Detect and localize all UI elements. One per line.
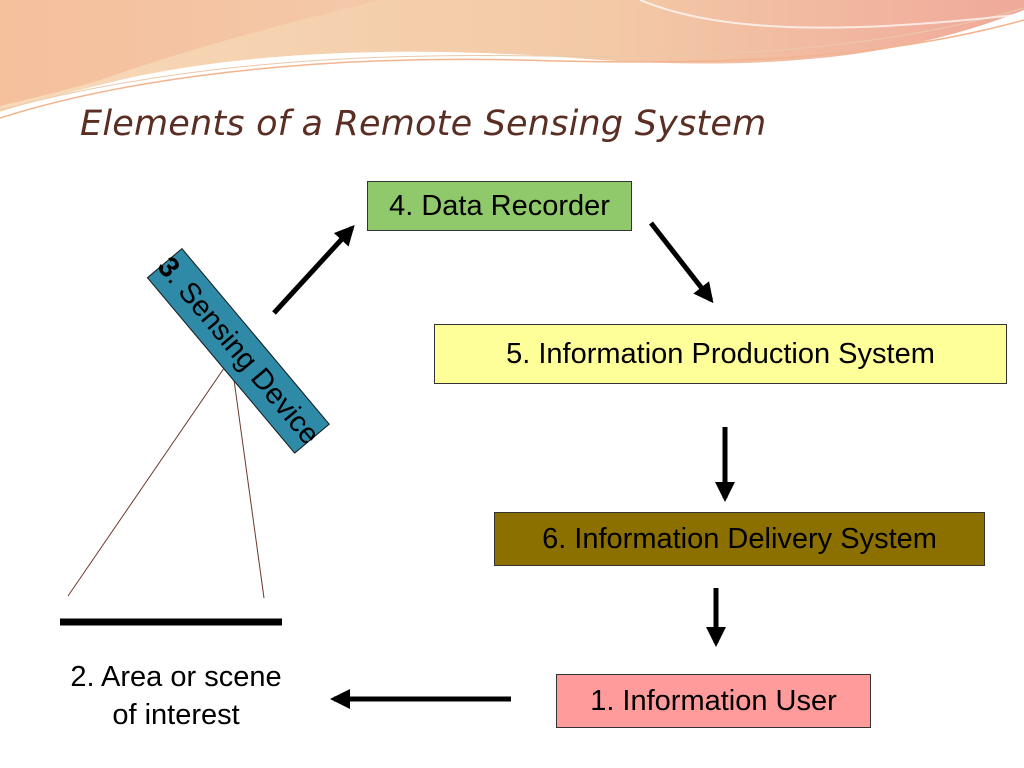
arrow-sensing-to-recorder [272,225,355,315]
information-production-system-box: 5. Information Production System [434,324,1007,384]
data-recorder-box: 4. Data Recorder [367,181,632,231]
area-of-interest-label: 2. Area or scene of interest [40,658,312,734]
slide-title: Elements of a Remote Sensing System [80,104,767,144]
sensor-view-line-right [230,357,265,599]
header-wave-decoration [0,0,1024,119]
area-label-line1: 2. Area or scene [70,661,282,693]
arrow-recorder-to-production [649,221,714,304]
sensor-view-line-left [67,357,232,597]
information-delivery-system-box: 6. Information Delivery System [494,512,985,566]
information-user-box: 1. Information User [556,674,871,728]
area-label-line2: of interest [112,699,240,731]
